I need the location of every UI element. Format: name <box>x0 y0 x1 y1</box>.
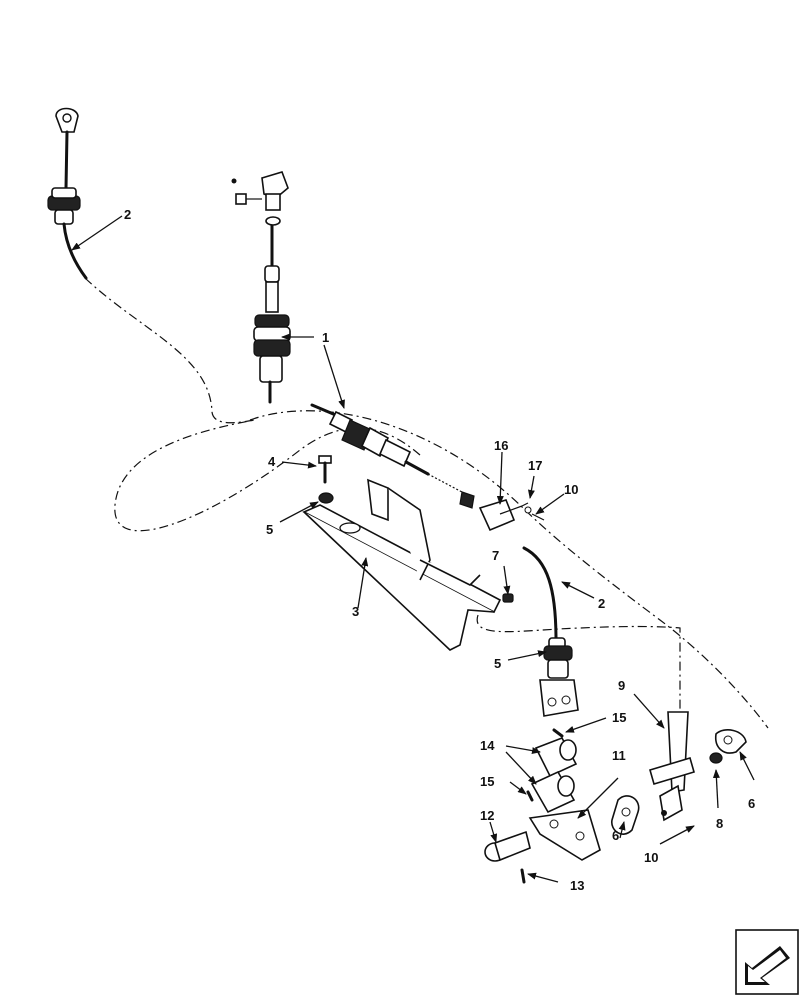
lever-and-pin <box>484 809 601 884</box>
callout-11: 11 <box>612 748 626 763</box>
callout-5-lower: 5 <box>494 656 501 671</box>
callout-7: 7 <box>492 548 499 563</box>
bolt-and-washer <box>318 455 334 504</box>
leader-lines <box>71 215 755 883</box>
callout-10-lower: 10 <box>644 850 658 865</box>
callout-3: 3 <box>352 604 359 619</box>
callout-1: 1 <box>322 330 329 345</box>
callout-8: 8 <box>716 816 723 831</box>
callout-labels: 1 2 2 3 4 5 5 6 6 7 8 9 10 10 11 12 13 1… <box>124 207 755 893</box>
callout-14: 14 <box>480 738 495 753</box>
callout-13: 13 <box>570 878 584 893</box>
callout-15-upper: 15 <box>612 710 626 725</box>
callout-2-lower: 2 <box>598 596 605 611</box>
bushings <box>526 728 578 814</box>
callout-12: 12 <box>480 808 494 823</box>
cable-route <box>84 277 769 729</box>
callout-6-right: 6 <box>748 796 755 811</box>
callout-4: 4 <box>268 454 276 469</box>
callout-6-center: 6 <box>612 828 619 843</box>
callout-15-lower: 15 <box>480 774 494 789</box>
callout-5-upper: 5 <box>266 522 273 537</box>
mounting-bracket <box>302 478 514 651</box>
callout-9: 9 <box>618 678 625 693</box>
cable-adjuster-diagonal <box>310 403 545 532</box>
cable-end-upper-center <box>231 171 291 404</box>
callout-17: 17 <box>528 458 542 473</box>
cable-end-lower <box>522 546 579 717</box>
shift-lever <box>611 711 747 835</box>
callout-10-upper: 10 <box>564 482 578 497</box>
callout-16: 16 <box>494 438 508 453</box>
callout-2-upper: 2 <box>124 207 131 222</box>
arrow-left-down-icon[interactable] <box>735 929 799 995</box>
cable-end-upper-left <box>47 107 88 280</box>
